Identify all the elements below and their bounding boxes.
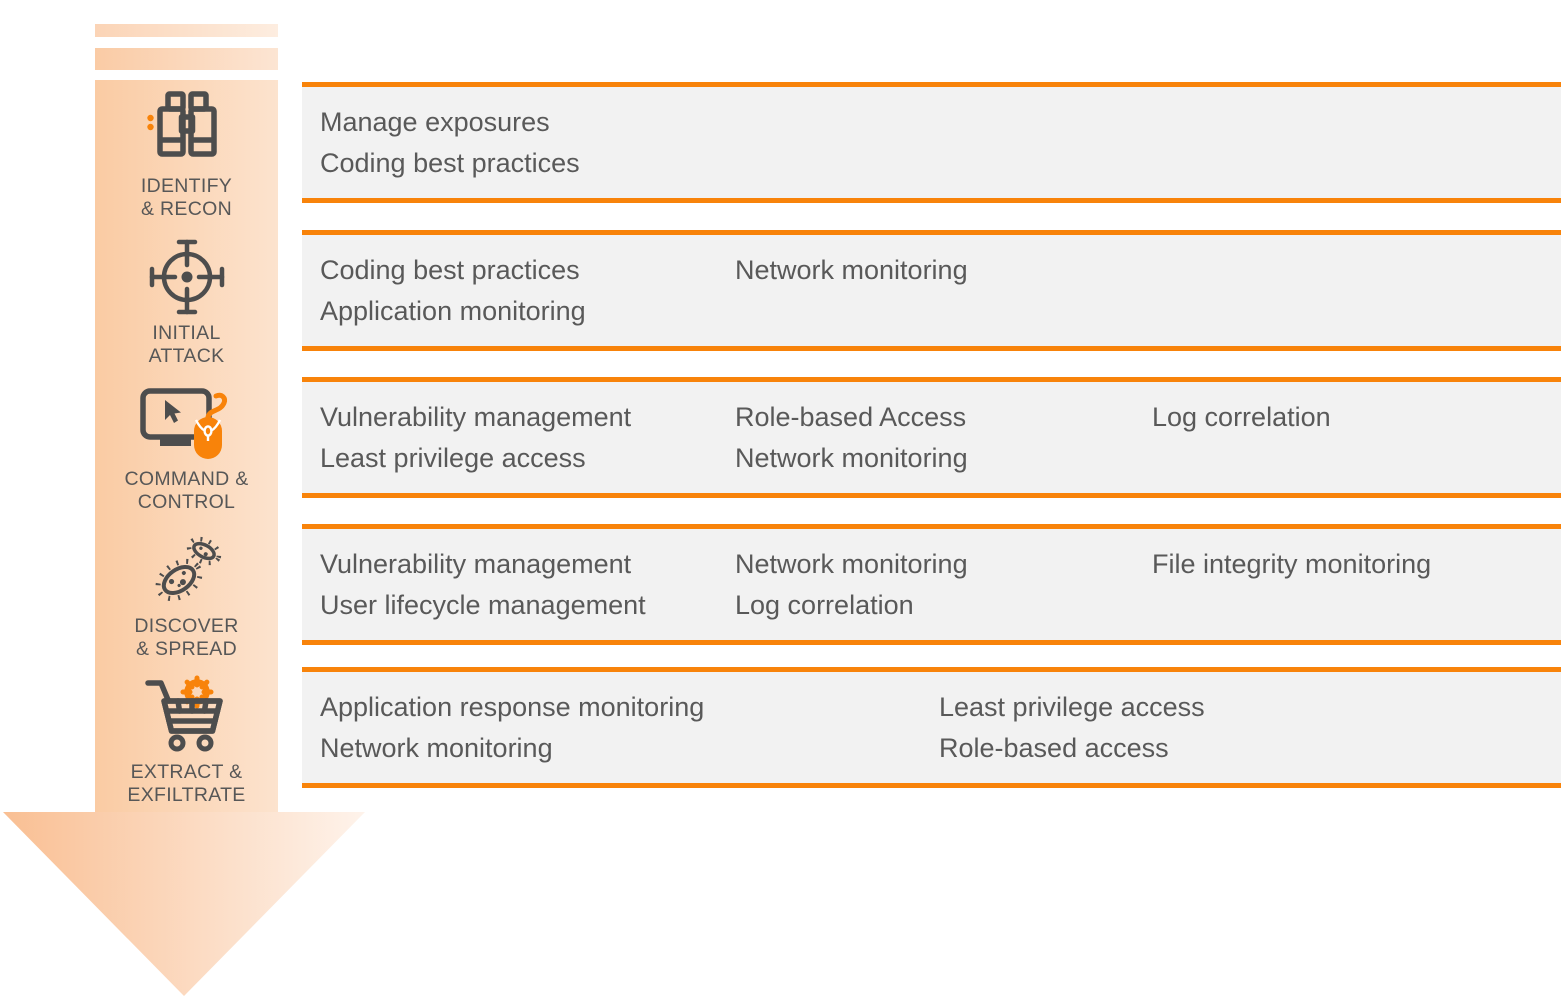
mitigation-item: Log correlation: [1152, 402, 1331, 432]
monitor-mouse-icon: [138, 387, 236, 465]
mitigation-item: Network monitoring: [735, 549, 968, 579]
mitigation-item: Vulnerability management: [320, 549, 632, 579]
stage-label-extract-exfiltrate: EXTRACT &EXFILTRATE: [127, 761, 246, 807]
mitigation-item: Vulnerability management: [320, 402, 632, 432]
stage-discover-spread: DISCOVER& SPREAD: [95, 519, 278, 665]
mitigation-item: Manage exposures: [320, 107, 550, 137]
cart-gear-icon: [141, 670, 233, 758]
mitigation-item: Least privilege access: [939, 692, 1205, 722]
stage-command-control: COMMAND &CONTROL: [95, 373, 278, 519]
mitigation-item: Role-based access: [939, 733, 1169, 763]
mitigation-column: Network monitoring: [735, 250, 968, 291]
mitigation-item: Role-based Access: [735, 402, 967, 432]
stage-label-discover-spread: DISCOVER& SPREAD: [134, 614, 239, 660]
binoculars-icon: [146, 90, 228, 172]
arrow-top-stripe-2: [95, 48, 278, 70]
crosshair-target-icon: [145, 235, 229, 319]
stage-label-identify-recon: IDENTIFY& RECON: [140, 175, 233, 221]
mitigation-item: Network monitoring: [320, 733, 553, 763]
mitigation-item: Least privilege access: [320, 443, 586, 473]
arrow-top-stripe-1: [95, 24, 278, 37]
mitigation-item: Network monitoring: [735, 443, 968, 473]
mitigation-item: Network monitoring: [735, 255, 968, 285]
bacteria-icon: [145, 532, 229, 612]
stage-extract-exfiltrate: EXTRACT &EXFILTRATE: [95, 666, 278, 812]
mitigation-column: File integrity monitoring: [1152, 544, 1431, 585]
mitigation-item: Log correlation: [735, 590, 914, 620]
mitigation-item: Application response monitoring: [320, 692, 705, 722]
mitigation-item: Application monitoring: [320, 296, 586, 326]
mitigation-item: Coding best practices: [320, 255, 580, 285]
mitigation-column: Log correlation: [1152, 397, 1331, 438]
stage-label-command-control: COMMAND &CONTROL: [124, 468, 249, 514]
mitigation-item: File integrity monitoring: [1152, 549, 1432, 579]
mitigation-item: User lifecycle management: [320, 590, 646, 620]
mitigation-item: Coding best practices: [320, 148, 580, 178]
stage-identify-recon: IDENTIFY& RECON: [95, 80, 278, 226]
